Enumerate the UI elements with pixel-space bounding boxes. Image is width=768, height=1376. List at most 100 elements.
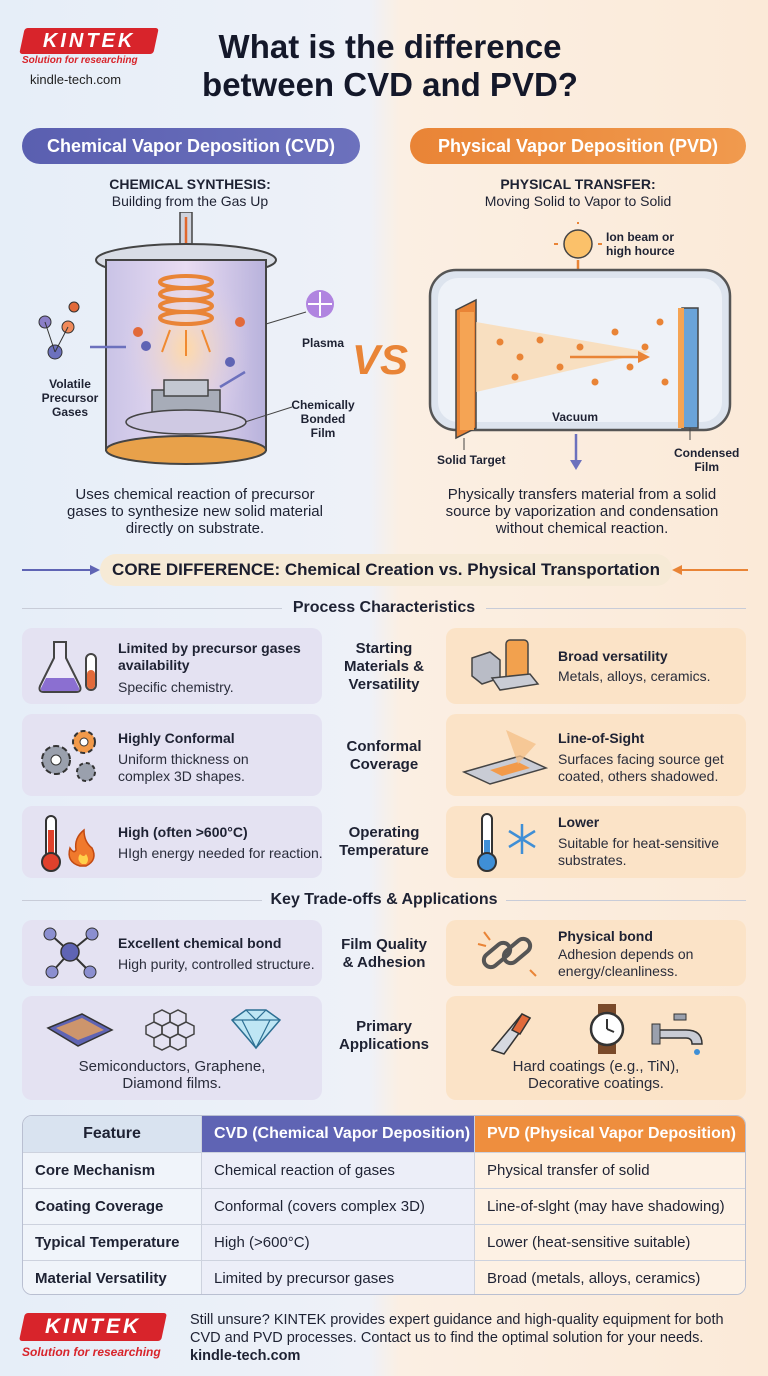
cvd-temperature-title: High (often >600°C): [118, 824, 248, 840]
pvd-applications-text: Hard coatings (e.g., TiN),Decorative coa…: [512, 1058, 680, 1092]
diamond-icon: [230, 1009, 282, 1050]
arrow-right-icon: [22, 565, 100, 575]
footer-text: Still unsure? KINTEK provides expert gui…: [190, 1311, 750, 1365]
pvd-materials-title: Broad versatility: [558, 648, 668, 664]
label-solid-target: Solid Target: [437, 453, 506, 467]
pvd-card-quality: [446, 920, 746, 986]
applications-icons-pvd: [490, 1004, 703, 1055]
faucet-icon: [651, 1013, 703, 1055]
footer-url[interactable]: kindle-tech.com: [190, 1348, 301, 1364]
table-row: Material Versatility Limited by precurso…: [23, 1260, 745, 1294]
pvd-temperature-title: Lower: [558, 814, 600, 830]
cvd-reactor-illustration: [38, 212, 334, 465]
table-header-row: Feature CVD (Chemical Vapor Deposition) …: [23, 1116, 745, 1152]
table-cell: Lower (heat-sensitive suitable): [474, 1225, 745, 1260]
label-vacuum: Vacuum: [552, 410, 599, 424]
cvd-applications-text: Semiconductors, Graphene,Diamond films.: [78, 1058, 266, 1092]
cvd-quality-sub: High purity, controlled structure.: [118, 956, 315, 972]
cvd-card-temperature: [22, 806, 322, 878]
table-cell: Chemical reaction of gases: [201, 1153, 474, 1188]
footer-tagline: Solution for researching: [22, 1345, 161, 1359]
thermometer-flame-icon: [41, 815, 95, 872]
tradeoffs-heading: Key Trade-offs & Applications: [270, 891, 498, 908]
label-plasma: Plasma: [302, 336, 345, 350]
table-header-cell: Feature: [23, 1116, 201, 1152]
table-row: Core Mechanism Chemical reaction of gase…: [23, 1152, 745, 1188]
table-cell: Typical Temperature: [23, 1225, 201, 1260]
applications-icons-cvd: [46, 1009, 282, 1051]
molecule-icon: [43, 927, 99, 979]
table-cell: Core Mechanism: [23, 1153, 201, 1188]
chain-link-icon: [477, 931, 537, 977]
pvd-pill: Physical Vapor Deposition (PVD): [410, 128, 746, 164]
line-of-sight-icon: [461, 730, 549, 785]
pvd-materials-sub: Metals, alloys, ceramics.: [558, 668, 711, 684]
page-title: What is the difference between CVD and P…: [202, 28, 578, 103]
pvd-quality-title: Physical bond: [558, 928, 653, 944]
cvd-materials-sub: Specific chemistry.: [118, 679, 234, 695]
cvd-pill: Chemical Vapor Deposition (CVD): [22, 128, 360, 164]
vs-label: VS: [352, 336, 409, 383]
table-cell: High (>600°C): [201, 1225, 474, 1260]
metal-blocks-icon: [471, 639, 540, 691]
logo-text: KINTEK: [42, 29, 136, 52]
table-header-cell: PVD (Physical Vapor Deposition): [474, 1116, 745, 1152]
divider: [486, 608, 746, 609]
core-difference-banner: CORE DIFFERENCE: Chemical Creation vs. P…: [100, 554, 672, 586]
footer-logo[interactable]: KINTEK: [19, 1313, 167, 1343]
pvd-heading: PHYSICAL TRANSFER:: [500, 176, 656, 192]
brand-tagline: Solution for researching: [22, 55, 138, 66]
comparison-table: Feature CVD (Chemical Vapor Deposition) …: [22, 1115, 746, 1295]
watch-icon: [589, 1004, 625, 1054]
cvd-card-coverage: [22, 714, 322, 796]
table-cell: Conformal (covers complex 3D): [201, 1189, 474, 1224]
table-cell: Material Versatility: [23, 1261, 201, 1294]
knife-icon: [490, 1013, 532, 1055]
chip-icon: [46, 1013, 114, 1047]
footer-logo-text: KINTEK: [44, 1315, 142, 1338]
row-label-quality: Film Quality& Adhesion: [341, 936, 427, 971]
table-cell: Line-of-slght (may have shadowing): [474, 1189, 745, 1224]
table-cell: Physical transfer of solid: [474, 1153, 745, 1188]
divider: [506, 900, 746, 901]
divider: [22, 900, 262, 901]
brand-logo[interactable]: KINTEK: [19, 28, 159, 58]
cvd-subheading: Building from the Gas Up: [111, 193, 269, 209]
arrow-left-icon: [672, 565, 748, 575]
table-cell: Coating Coverage: [23, 1189, 201, 1224]
thermometer-snowflake-icon: [477, 813, 536, 872]
cvd-heading: CHEMICAL SYNTHESIS:: [109, 176, 271, 192]
gears-icon: [41, 730, 96, 782]
pvd-subheading: Moving Solid to Vapor to Solid: [484, 193, 672, 209]
pvd-description: Physically transfers material from a sol…: [445, 486, 719, 537]
cvd-temperature-sub: HIgh energy needed for reaction.: [118, 845, 323, 861]
divider: [22, 608, 282, 609]
pvd-coverage-title: Line-of-Sight: [558, 730, 645, 746]
pvd-chamber-illustration: [428, 222, 732, 470]
flask-icon: [38, 641, 97, 693]
table-row: Typical Temperature High (>600°C) Lower …: [23, 1224, 745, 1260]
table-row: Coating Coverage Conformal (covers compl…: [23, 1188, 745, 1224]
process-heading: Process Characteristics: [292, 599, 476, 616]
table-cell: Broad (metals, alloys, ceramics): [474, 1261, 745, 1294]
table-header-cell: CVD (Chemical Vapor Deposition): [201, 1116, 474, 1152]
brand-url[interactable]: kindle-tech.com: [30, 72, 122, 87]
cvd-coverage-title: Highly Conformal: [118, 730, 235, 746]
cvd-quality-title: Excellent chemical bond: [118, 935, 282, 951]
graphene-icon: [145, 1009, 195, 1051]
table-cell: Limited by precursor gases: [201, 1261, 474, 1294]
